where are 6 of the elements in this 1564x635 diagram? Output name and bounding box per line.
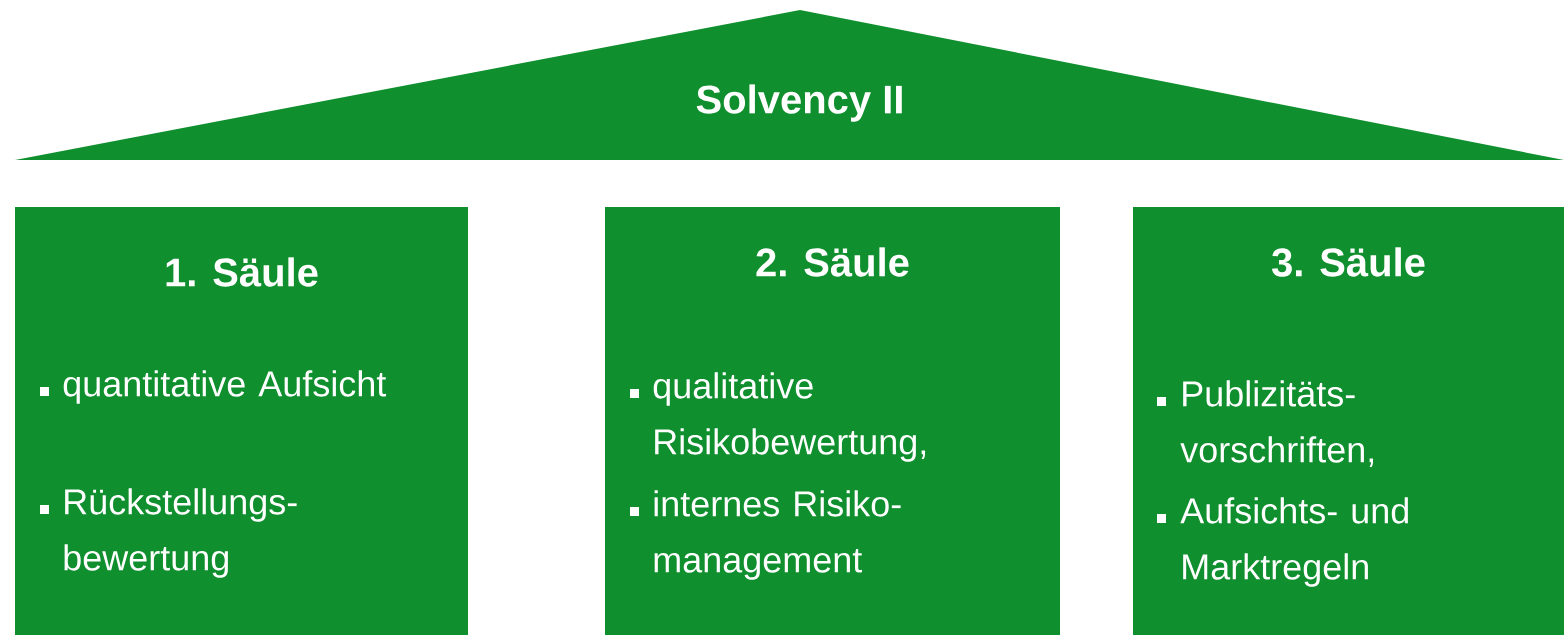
bullet-text: quantitative Aufsicht [63, 370, 387, 404]
roof-triangle: Solvency II [15, 10, 1564, 160]
bullet-text: Publizitäts- vorschriften, [1180, 380, 1373, 467]
bullet-text: Rückstellungs- bewertung [64, 488, 297, 578]
bullet-text: Aufsichts- und Marktregeln [1180, 497, 1408, 587]
bullet-text: internes Risiko- management [654, 490, 901, 580]
